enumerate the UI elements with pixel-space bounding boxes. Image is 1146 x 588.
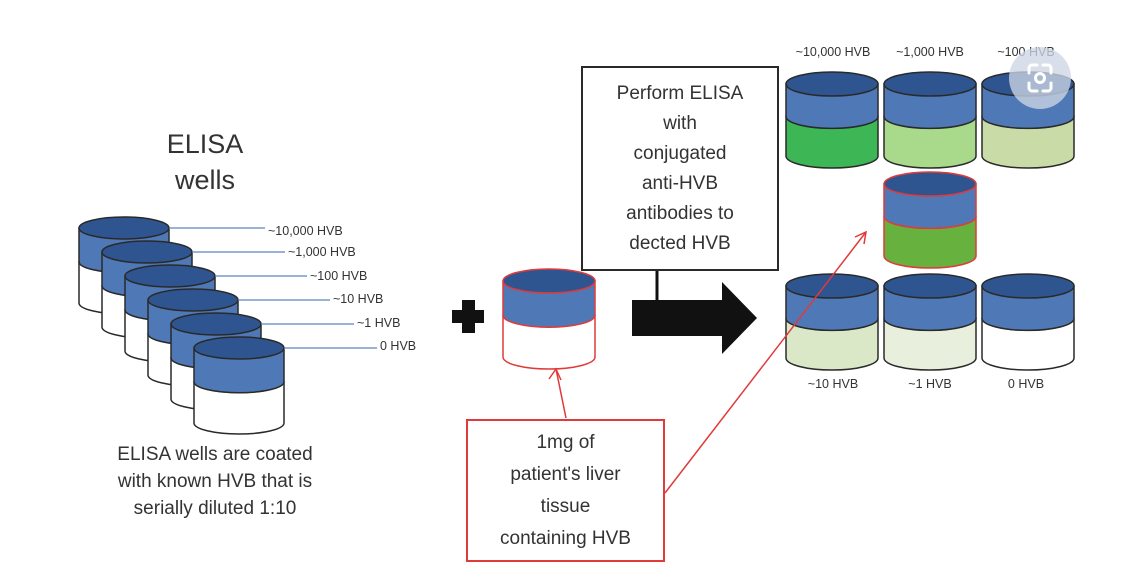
result-well-bottom [785,273,879,371]
elisa-wells-heading: ELISA wells [150,126,260,198]
caption-line-3: serially diluted 1:10 [133,498,297,519]
right-arrow-icon [632,282,757,354]
elisa-line-2: with [663,112,697,134]
result-arrow-line [664,231,867,494]
patient-line-4: containing HVB [500,527,631,549]
result-wells [785,71,1075,371]
symbols [452,270,757,354]
result-label-1: ~1 HVB [908,377,952,391]
patient-arrow-head [548,367,562,381]
stack-label-100: ~100 HVB [310,269,368,283]
patient-sample-text: 1mg of patient's liver tissue containing… [500,427,631,555]
patient-line-1: 1mg of [536,431,595,453]
connectors [548,230,867,494]
elisa-line-1: Perform ELISA [616,82,744,104]
result-well-bottom [981,273,1075,371]
result-label-10: ~10 HVB [807,377,859,391]
result-well-top [883,71,977,169]
elisa-line-3: conjugated [633,142,727,164]
caption-line-1: ELISA wells are coated [117,444,313,465]
coating-caption: ELISA wells are coated with known HVB th… [70,441,360,522]
heading-line-2: wells [174,165,235,195]
result-label-1000: ~1,000 HVB [896,45,964,59]
plus-icon [452,300,484,333]
patient-sample-well [502,268,596,370]
elisa-line-5: antibodies to [626,202,734,224]
result-well-patient [883,171,977,269]
stack-label-1: ~1 HVB [357,316,401,330]
elisa-line-6: dected HVB [629,232,731,254]
heading-line-1: ELISA [166,129,244,159]
perform-elisa-text: Perform ELISA with conjugated anti-HVB a… [617,79,744,259]
well-stack [78,216,377,435]
stack-label-1000: ~1,000 HVB [288,245,356,259]
patient-well [502,268,596,370]
result-label-0: 0 HVB [1007,377,1045,391]
result-well-top [785,71,879,169]
lens-search-icon [1027,63,1053,93]
result-arrow-head [854,230,867,245]
patient-sample-box: 1mg of patient's liver tissue containing… [466,419,665,562]
stack-label-10000: ~10,000 HVB [268,224,343,238]
result-label-10000: ~10,000 HVB [795,45,871,59]
elisa-line-4: anti-HVB [641,172,719,194]
lens-search-button[interactable] [1009,47,1071,109]
patient-line-2: patient's liver [510,463,621,485]
stack-label-0: 0 HVB [380,339,417,353]
stack-well [193,336,285,435]
patient-line-3: tissue [540,495,591,517]
perform-elisa-box: Perform ELISA with conjugated anti-HVB a… [581,66,779,271]
caption-line-2: with known HVB that is [117,471,313,492]
stack-label-10: ~10 HVB [333,292,384,306]
result-well-bottom [883,273,977,371]
patient-arrow-line [555,368,567,419]
